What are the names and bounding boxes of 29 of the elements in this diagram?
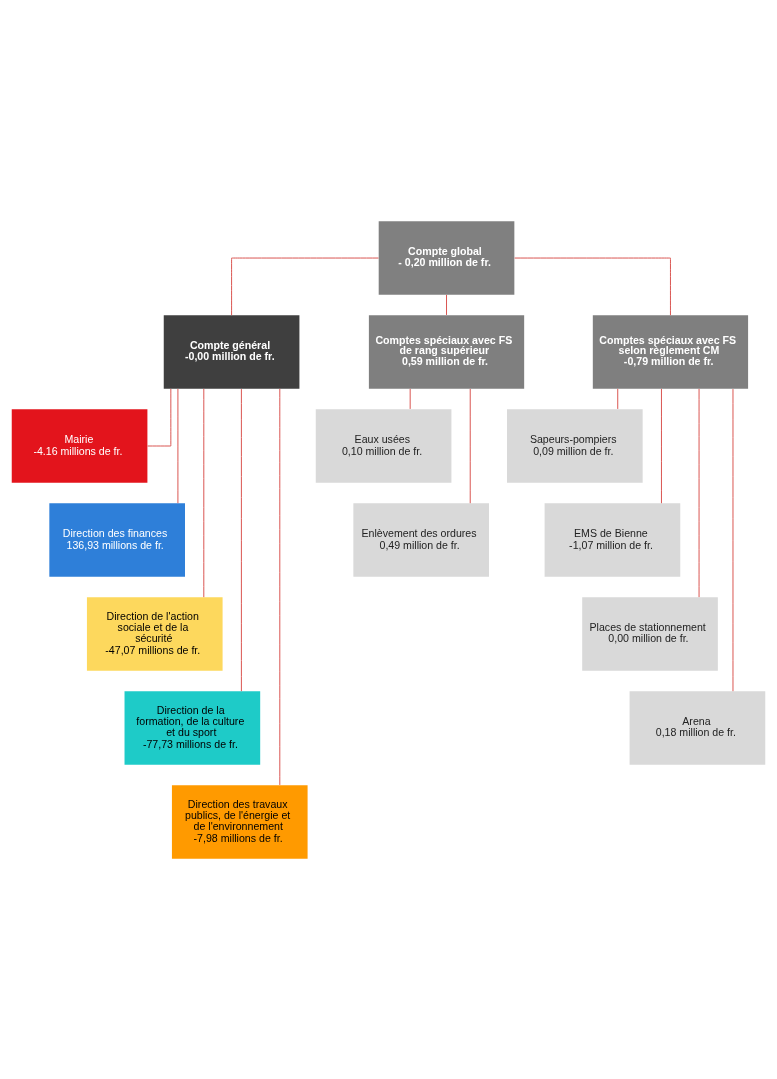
node-box: Compte global - 0,20 million de fr. — [378, 220, 515, 295]
node-box: Direction des finances 136,93 millions de fr. — [49, 502, 185, 577]
connector — [203, 387, 205, 598]
connector — [732, 388, 734, 692]
connector — [279, 387, 281, 785]
node-box: Direction des travaux publics, de l'énergie et de l'environnement -7,98 millions de fr. — [171, 784, 308, 859]
node-box: Places de stationnement 0,00 million de fr. — [582, 596, 718, 671]
connector — [469, 387, 471, 504]
connector — [231, 257, 379, 316]
node-box: Direction de la formation, de la culture et du sport -77,73 millions de fr. — [124, 690, 261, 765]
connector — [446, 293, 447, 315]
connector — [409, 387, 411, 409]
node-box: Sapeurs-pompiers 0,09 million de fr. — [507, 408, 643, 483]
node-box: Enlèvement des ordures 0,49 million de fr. — [353, 502, 489, 577]
connector — [240, 388, 242, 692]
connector — [698, 387, 700, 598]
connector — [514, 257, 671, 316]
node-box: EMS de Bienne -1,07 million de fr. — [544, 502, 681, 577]
node-box: Comptes spéciaux avec FS selon règlement CM -0,79 million de fr. — [592, 314, 749, 389]
connector — [617, 387, 619, 409]
node-box: Eaux usées 0,10 million de fr. — [315, 408, 452, 483]
connector — [177, 387, 179, 504]
node-box: Mairie -4.16 millions de fr. — [11, 408, 148, 483]
node-box: Compte général -0,00 million de fr. — [163, 314, 300, 389]
node-box: Arena 0,18 million de fr. — [629, 690, 766, 765]
node-box: Direction de l'action sociale et de la sécurité -47,07 millions de fr. — [86, 596, 223, 671]
node-box: Comptes spéciaux avec FS de rang supérieur 0,59 million de fr. — [368, 314, 525, 389]
connector — [660, 387, 662, 504]
connector — [147, 387, 172, 446]
